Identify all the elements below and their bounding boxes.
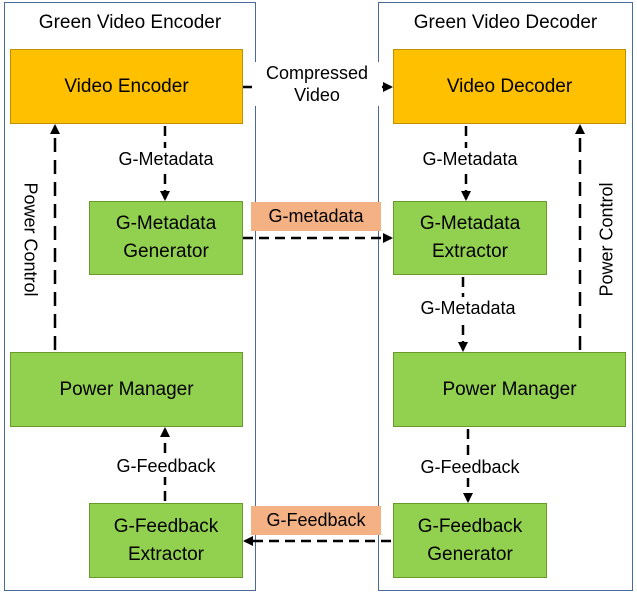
encoder-panel <box>4 2 256 591</box>
decoder-panel <box>378 2 633 591</box>
encoder-title: Green Video Encoder <box>38 12 222 33</box>
g-feedback-generator-block: G-Feedback Generator <box>393 503 547 578</box>
encoder-power-control-label: Power Control <box>19 169 41 310</box>
compressed-video-label: Compressed Video <box>252 62 382 106</box>
decoder-power-manager-block: Power Manager <box>393 352 626 427</box>
encoder-power-manager-block: Power Manager <box>10 352 243 427</box>
decoder-metadata-label-top: G-Metadata <box>406 148 534 170</box>
decoder-power-control-label: Power Control <box>596 169 618 310</box>
decoder-feedback-label: G-Feedback <box>406 456 534 478</box>
decoder-title: Green Video Decoder <box>413 12 598 33</box>
g-metadata-link-tag: G-metadata <box>251 202 381 231</box>
g-feedback-extractor-block: G-Feedback Extractor <box>89 503 243 578</box>
decoder-metadata-label-mid: G-Metadata <box>404 297 532 319</box>
g-metadata-generator-block: G-Metadata Generator <box>89 201 243 275</box>
encoder-feedback-label: G-Feedback <box>102 455 230 477</box>
encoder-metadata-label: G-Metadata <box>102 148 230 170</box>
video-encoder-block: Video Encoder <box>10 49 243 124</box>
g-feedback-link-tag: G-Feedback <box>251 506 381 535</box>
g-metadata-extractor-block: G-Metadata Extractor <box>393 201 547 275</box>
video-decoder-block: Video Decoder <box>393 49 626 124</box>
